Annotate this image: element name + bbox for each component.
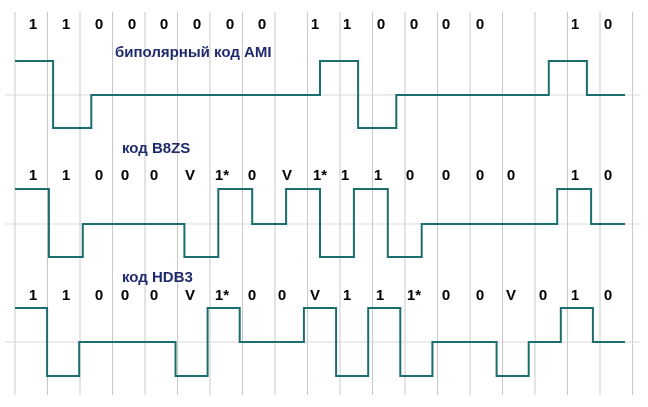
bit-label: 1 xyxy=(29,287,37,304)
code-panel: код HDB3 1 1 0 0 0 V 1* 0 0 V 1 1 1* 0 0 V 0 1 0 xyxy=(5,269,640,377)
bit-label: 0 xyxy=(476,167,484,184)
bit-label: 1 xyxy=(571,16,579,33)
bit-label: 0 xyxy=(160,16,168,33)
bit-label: 0 xyxy=(539,287,547,304)
bit-label: 1* xyxy=(407,287,421,304)
bit-label: 0 xyxy=(604,16,612,33)
bit-label: 1* xyxy=(215,167,229,184)
bit-label: 0 xyxy=(410,16,418,33)
code-panel: код B8ZS 1 1 0 0 0 V 1* 0 V 1* 1 1 0 0 0 0 1 0 xyxy=(5,140,640,258)
bit-label: 1 xyxy=(343,16,351,33)
signal-waveform xyxy=(15,307,625,377)
bit-label: 1 xyxy=(571,287,579,304)
bit-label: 0 xyxy=(442,167,450,184)
bit-label: 0 xyxy=(95,287,103,304)
bit-label: 0 xyxy=(442,287,450,304)
bit-label: 0 xyxy=(121,287,129,304)
bit-label: 0 xyxy=(128,16,136,33)
timing-grid xyxy=(14,12,633,395)
bit-label: 0 xyxy=(442,16,450,33)
bit-label: 0 xyxy=(406,167,414,184)
bit-label: 1 xyxy=(376,287,384,304)
bit-label: 0 xyxy=(507,167,515,184)
bit-label: 1 xyxy=(374,167,382,184)
bit-label: 1 xyxy=(62,167,70,184)
bit-label: 0 xyxy=(604,287,612,304)
bit-label: V xyxy=(185,167,195,184)
bit-label: 0 xyxy=(150,167,158,184)
bit-label: V xyxy=(506,287,516,304)
bit-label: 1 xyxy=(29,167,37,184)
bit-label: V xyxy=(310,287,320,304)
bit-label: 0 xyxy=(476,287,484,304)
bit-label: 0 xyxy=(278,287,286,304)
code-panel: биполярный код AMI 1 1 0 0 0 0 0 0 1 1 0 0 0 0 1 0 xyxy=(5,16,640,129)
bit-label: 0 xyxy=(604,167,612,184)
code-title: код HDB3 xyxy=(122,269,193,286)
bit-label: 0 xyxy=(193,16,201,33)
bit-label: 0 xyxy=(248,287,256,304)
code-title: биполярный код AMI xyxy=(115,44,272,61)
signal-waveform xyxy=(15,60,625,129)
bit-label: 0 xyxy=(95,167,103,184)
bit-label: 1 xyxy=(62,287,70,304)
bit-label: 0 xyxy=(258,16,266,33)
bit-label: 1 xyxy=(62,16,70,33)
bit-label: 0 xyxy=(121,167,129,184)
bit-label: 0 xyxy=(248,167,256,184)
bit-label: 0 xyxy=(226,16,234,33)
bit-label: 1 xyxy=(29,16,37,33)
bit-label: 1 xyxy=(571,167,579,184)
bit-label: 0 xyxy=(476,16,484,33)
bit-label: 0 xyxy=(150,287,158,304)
bit-label: 1 xyxy=(343,287,351,304)
code-title: код B8ZS xyxy=(122,140,190,157)
bit-label: 1 xyxy=(311,16,319,33)
signal-waveform xyxy=(15,188,625,258)
bit-label: 1* xyxy=(313,167,327,184)
bit-label: 1 xyxy=(341,167,349,184)
bit-label: V xyxy=(282,167,292,184)
bit-label: 0 xyxy=(377,16,385,33)
bit-label: 0 xyxy=(95,16,103,33)
bit-label: 1* xyxy=(215,287,229,304)
bit-label: V xyxy=(185,287,195,304)
